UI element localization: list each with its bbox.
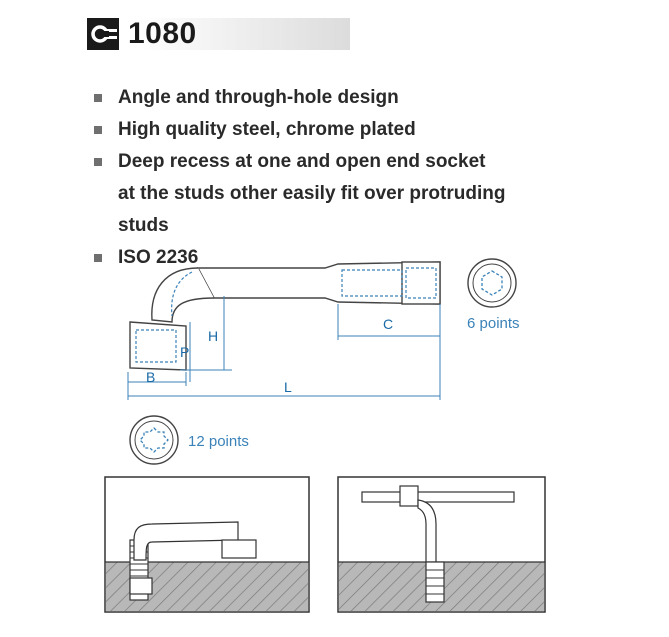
socket-wrench-logo-icon <box>87 18 119 50</box>
dimension-label-b: B <box>146 369 155 385</box>
dimension-label-h: H <box>208 328 218 344</box>
feature-item: High quality steel, chrome plated <box>94 114 505 146</box>
feature-list: Angle and through-hole design High quali… <box>94 82 505 274</box>
feature-item: Deep recess at one and open end socket <box>94 146 505 178</box>
bullet-square-icon <box>94 158 102 166</box>
six-points-label: 6 points <box>467 315 520 332</box>
bullet-square-icon <box>94 126 102 134</box>
dimension-label-l: L <box>284 379 292 395</box>
header-bar <box>87 18 350 50</box>
feature-item: ISO 2236 <box>94 242 505 274</box>
usage-panel-left <box>104 476 310 613</box>
feature-item-continuation: at the studs other easily fit over protr… <box>118 183 506 204</box>
bullet-square-icon <box>94 94 102 102</box>
feature-item-continuation: studs <box>118 215 169 236</box>
dimension-label-c: C <box>383 316 393 332</box>
dimension-label-p: P <box>180 344 189 360</box>
twelve-points-label: 12 points <box>188 433 249 450</box>
bullet-square-icon <box>94 254 102 262</box>
feature-item: Angle and through-hole design <box>94 82 505 114</box>
wrench-side-view <box>129 261 441 371</box>
product-number: 1080 <box>128 17 197 50</box>
twelve-point-socket-icon <box>129 415 179 465</box>
hex-socket-icon <box>467 258 517 308</box>
usage-panel-right <box>337 476 546 613</box>
